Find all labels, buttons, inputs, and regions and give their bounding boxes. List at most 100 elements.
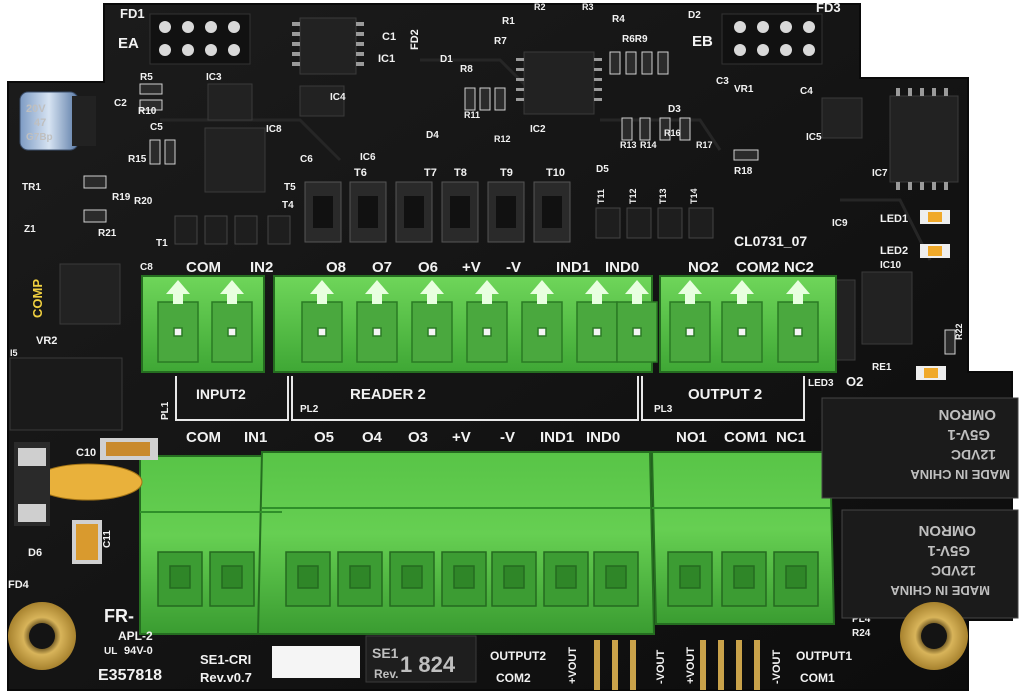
ref-c3: C3	[716, 76, 729, 87]
ref-c4: C4	[800, 86, 813, 97]
footer-board-name: SE1-CRI	[200, 652, 251, 667]
ref-tr1: TR1	[22, 182, 41, 193]
electrolytic-capacitor: 20V 47 G7Bp	[19, 91, 96, 151]
top-label-1: IN2	[250, 259, 273, 276]
bottom-label-0: COM	[186, 429, 221, 446]
arrow-up-icon	[530, 280, 554, 304]
top-label-11: NC2	[784, 259, 814, 276]
bottom-terminal-socket	[285, 551, 331, 607]
section-frames	[175, 376, 805, 421]
ref-r17: R17	[696, 140, 713, 150]
ref-r3: R3	[582, 2, 594, 12]
ref-r2: R2	[534, 2, 546, 12]
silkscreen-refs: FD1 EA FD3 EB FD2 FD4 COMP CL0731_07 C1 …	[8, 0, 964, 639]
top-label-3: O7	[372, 259, 392, 276]
bottom-header-pins	[594, 640, 760, 690]
ref-c1: C1	[382, 31, 396, 43]
ref-t11: T11	[596, 189, 606, 204]
mounting-hole-right	[900, 602, 968, 670]
top-terminal-hole	[317, 327, 327, 337]
bottom-label-8: IND0	[586, 429, 620, 446]
ref-r21: R21	[98, 228, 117, 239]
blank-label-sticker	[272, 646, 360, 678]
marking-chip	[365, 635, 477, 683]
label-output2: OUTPUT 2	[688, 386, 762, 403]
ref-c5: C5	[150, 122, 163, 133]
ref-eb: EB	[692, 33, 713, 50]
footer-output2: OUTPUT2	[490, 649, 546, 663]
bottom-label-3: O4	[362, 429, 383, 446]
top-terminal-hole	[482, 327, 492, 337]
bottom-terminal-hole	[169, 565, 191, 589]
bottom-label-5: +V	[452, 429, 471, 446]
ref-led3: LED3	[808, 378, 834, 389]
ref-r7: R7	[494, 36, 507, 47]
ref-t7: T7	[424, 167, 437, 179]
bottom-terminal-hole	[297, 565, 319, 589]
ref-c8: C8	[140, 262, 153, 273]
ref-r14: R14	[640, 140, 657, 150]
arrow-up-icon	[310, 280, 334, 304]
ref-r1: R1	[502, 16, 515, 27]
arrow-up-icon	[730, 280, 754, 304]
bottom-terminal-hole	[733, 565, 755, 589]
ref-t14: T14	[689, 188, 699, 204]
ref-r22: R22	[954, 323, 964, 340]
label-input2: INPUT2	[196, 386, 246, 402]
footer-silkscreen: FR- APL-2 UL 94V-0 E357818 SE1-CRI Rev.v…	[98, 606, 852, 685]
cap-text-b: 47	[34, 117, 46, 129]
ref-led1: LED1	[880, 213, 908, 225]
relay1-volt: 12VDC	[951, 447, 996, 463]
top-label-4: O6	[418, 259, 438, 276]
footer-fr: FR-	[104, 606, 134, 626]
ref-ic7: IC7	[872, 168, 888, 179]
bottom-label-6: -V	[500, 429, 515, 446]
relay2-brand: OMRON	[919, 522, 977, 539]
relay-2: MADE IN CHINA 12VDC G5V-1 OMRON	[841, 509, 1019, 619]
relay1-model: G5V-1	[947, 426, 990, 443]
ref-ic2: IC2	[530, 124, 546, 135]
ref-ic10: IC10	[880, 260, 902, 271]
mounting-hole-left	[8, 602, 76, 670]
cap-text-a: 20V	[26, 103, 46, 115]
footer-output1: OUTPUT1	[796, 649, 852, 663]
ref-c11: C11	[102, 530, 113, 548]
top-terminal-hole	[372, 327, 382, 337]
ref-t8: T8	[454, 167, 467, 179]
ref-pl3: PL3	[654, 404, 673, 415]
ref-d1: D1	[440, 54, 453, 65]
ref-r4: R4	[612, 14, 625, 25]
footer-serial: E357818	[98, 667, 162, 684]
bottom-terminal-hole	[679, 565, 701, 589]
ref-re1: RE1	[872, 362, 892, 373]
cap-text-c: G7Bp	[26, 132, 53, 143]
ref-vr2: VR2	[36, 335, 57, 347]
relay2-model: G5V-1	[927, 542, 970, 559]
footer-apl: APL-2	[118, 629, 153, 643]
bottom-label-10: COM1	[724, 429, 767, 446]
ref-t5: T5	[284, 182, 296, 193]
arrow-up-icon	[420, 280, 444, 304]
left-components	[14, 438, 158, 564]
ref-r18: R18	[734, 166, 753, 177]
ref-o2: O2	[846, 374, 863, 389]
ref-ic8: IC8	[266, 124, 282, 135]
ref-r19: R19	[112, 192, 131, 203]
ref-ic4: IC4	[330, 92, 346, 103]
ref-cl0731: CL0731_07	[734, 233, 807, 249]
terminal-block-bottom	[139, 451, 836, 635]
header-ea	[149, 13, 251, 65]
ref-d2: D2	[688, 10, 701, 21]
ref-comp: COMP	[30, 279, 45, 318]
ref-i5: I5	[10, 348, 18, 358]
ref-r16: R16	[664, 128, 681, 138]
top-terminal-socket	[777, 301, 819, 363]
top-terminal-hole	[173, 327, 183, 337]
ref-t1: T1	[156, 238, 168, 249]
ref-ic5: IC5	[806, 132, 822, 143]
ref-r13: R13	[620, 140, 637, 150]
bottom-label-9: NO1	[676, 429, 707, 446]
ref-r11: R11	[464, 110, 480, 120]
